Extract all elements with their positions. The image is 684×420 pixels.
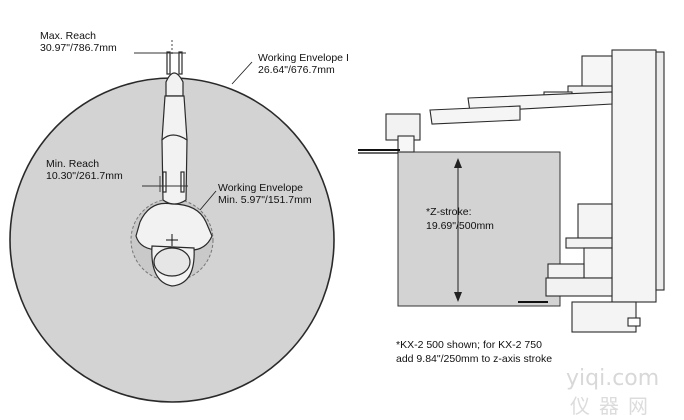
min-reach-value: 10.30"/261.7mm — [46, 170, 123, 182]
z-stroke-value: 19.69"/500mm — [426, 220, 494, 232]
footnote-line-2: add 9.84"/250mm to z-axis stroke — [396, 353, 553, 365]
z-stroke-title: *Z-stroke: — [426, 206, 472, 218]
max-reach-value: 30.97"/786.7mm — [40, 42, 117, 54]
side-view — [358, 49, 665, 333]
footnote-line-1: *KX-2 500 shown; for KX-2 750 — [396, 339, 542, 351]
working-envelope-max-title: Working Envelope I — [258, 52, 349, 64]
top-view — [9, 40, 335, 403]
watermark-chinese: 仪器网 — [570, 394, 657, 418]
working-envelope-min-value: Min. 5.97"/151.7mm — [218, 194, 312, 206]
min-reach-title: Min. Reach — [46, 158, 100, 170]
robot-arm-top-view — [135, 51, 213, 287]
working-envelope-min-title: Working Envelope — [218, 182, 304, 194]
max-reach-title: Max. Reach — [40, 30, 97, 42]
z-stroke-area — [397, 151, 561, 307]
working-envelope-max-value: 26.64"/676.7mm — [258, 64, 335, 76]
watermark-site: yiqi.com — [566, 366, 660, 391]
